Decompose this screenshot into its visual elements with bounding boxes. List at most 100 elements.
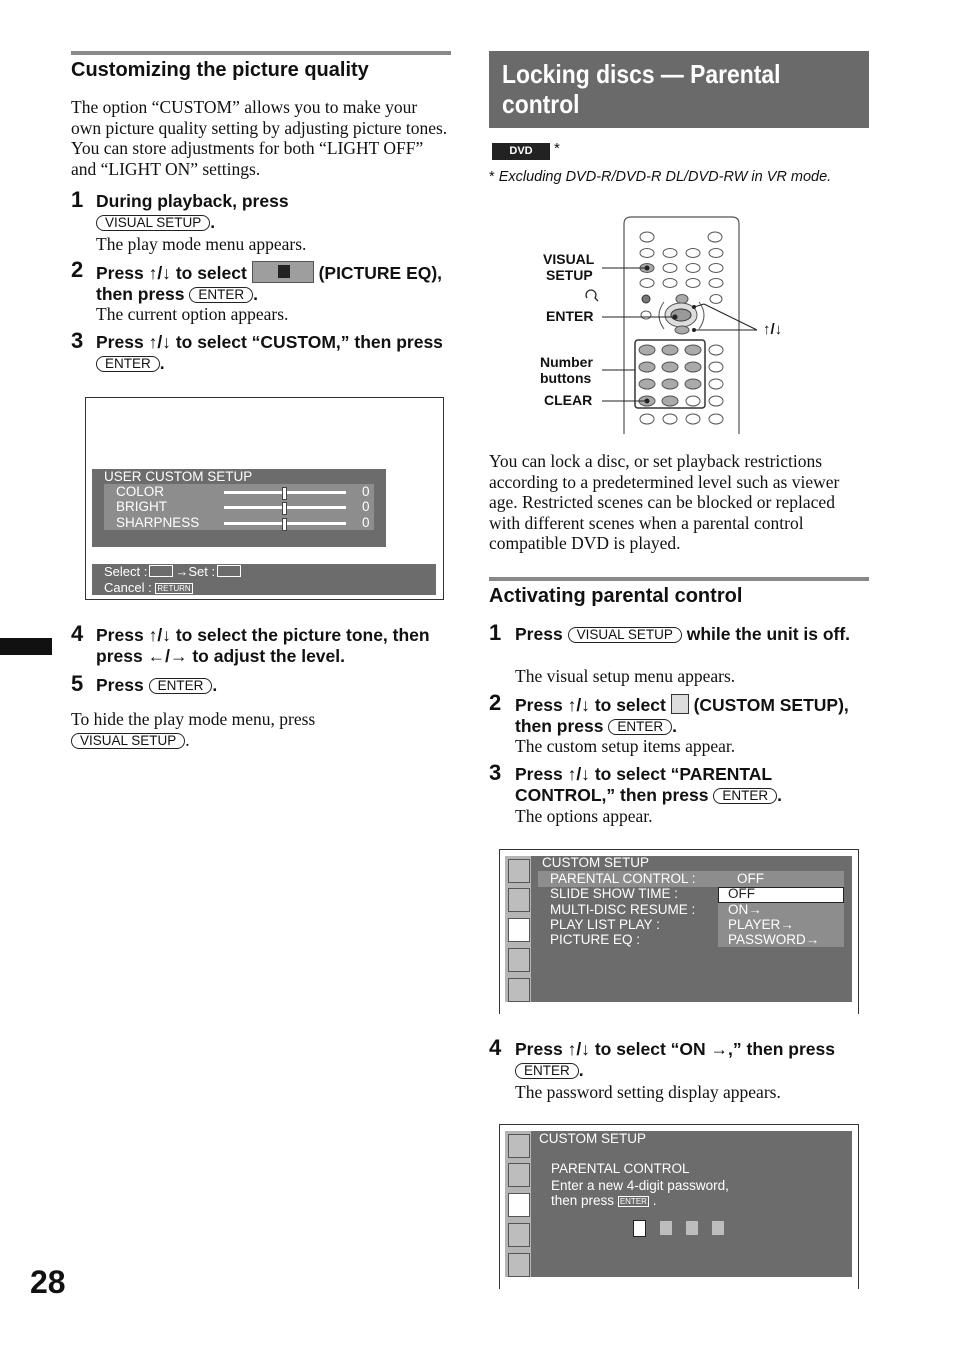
- footnote: * Excluding DVD-R/DVD-R DL/DVD-RW in VR …: [489, 169, 832, 185]
- cancel-help: Cancel : RETURN: [104, 580, 193, 595]
- right-step3-number: 3: [489, 760, 502, 785]
- left-heading-rule: [71, 51, 451, 55]
- bright-slider: [224, 502, 346, 515]
- hide-menu-note: To hide the play mode menu, press VISUAL…: [71, 709, 316, 750]
- side-tab: [0, 638, 52, 655]
- screen-title: USER CUSTOM SETUP: [104, 469, 253, 484]
- custom-setup-icon: [508, 1193, 530, 1217]
- label-enter: ENTER: [546, 308, 594, 324]
- left-step1-number: 1: [71, 187, 84, 212]
- right-heading: Activating parental control: [489, 585, 743, 607]
- custom-setup-icon: [670, 694, 689, 714]
- enter-key: ENTER: [515, 1063, 579, 1079]
- password-digit-2: [660, 1221, 672, 1235]
- left-step4: Press ↑/↓ to select the picture tone, th…: [96, 625, 430, 666]
- section-banner: Locking discs — Parental control: [489, 51, 869, 128]
- right-intro: You can lock a disc, or set playback res…: [489, 451, 840, 553]
- banner-title: Locking discs — Parental control: [502, 59, 781, 119]
- row-color-value: 0: [362, 484, 370, 499]
- left-step2: Press ↑/↓ to select (PICTURE EQ), then p…: [96, 261, 443, 304]
- label-buttons: buttons: [540, 370, 592, 386]
- remote-diagram: VISUAL SETUP ENTER Number buttons CLEAR …: [489, 212, 869, 434]
- right-arrow-icon: →: [175, 564, 189, 579]
- left-heading: Customizing the picture quality: [71, 59, 369, 81]
- custom-setup-screen-password: CUSTOM SETUP PARENTAL CONTROL Enter a ne…: [499, 1124, 859, 1289]
- label-visual: VISUAL: [543, 251, 595, 267]
- label-arrows: ↑/↓: [763, 321, 783, 338]
- screen-title: CUSTOM SETUP: [542, 855, 650, 870]
- row-sharpness-value: 0: [362, 515, 370, 530]
- screen-icon: [508, 1163, 530, 1187]
- picture-eq-icon: [251, 261, 314, 283]
- left-step1-note: The play mode menu appears.: [96, 234, 307, 254]
- dvd-asterisk: *: [554, 140, 560, 157]
- item-play-list-play: PLAY LIST PLAY :: [550, 917, 660, 932]
- option-off-selected: [718, 887, 844, 903]
- row-bright-label: BRIGHT: [116, 499, 168, 514]
- row-color-label: COLOR: [116, 484, 165, 499]
- page-number: 28: [30, 1264, 66, 1300]
- enter-icon: [217, 565, 242, 577]
- right-step2-number: 2: [489, 690, 502, 715]
- label-clear: CLEAR: [544, 392, 593, 408]
- item-slide-show-time: SLIDE SHOW TIME :: [550, 886, 679, 901]
- enter-key: ENTER: [713, 788, 778, 804]
- enter-key: ENTER: [608, 719, 673, 735]
- right-heading-rule: [489, 577, 869, 581]
- left-step3-number: 3: [71, 328, 84, 353]
- return-key-icon: RETURN: [155, 583, 193, 594]
- row-sharpness-label: SHARPNESS: [116, 515, 200, 530]
- row-bright-value: 0: [362, 499, 370, 514]
- parental-control-label: PARENTAL CONTROL: [551, 1161, 690, 1176]
- label-setup: SETUP: [546, 267, 593, 283]
- speaker-icon: [508, 1253, 530, 1277]
- enter-key: ENTER: [189, 287, 254, 303]
- user-custom-setup-screen: USER CUSTOM SETUP COLOR BRIGHT SHARPNESS…: [85, 397, 444, 600]
- left-step1: During playback, press VISUAL SETUP.: [96, 191, 289, 232]
- color-slider: [224, 487, 346, 500]
- up-down-arrows: ↑/↓: [148, 263, 171, 283]
- password-instruction-2: then press ENTER .: [551, 1193, 657, 1208]
- option-password: PASSWORD→: [728, 932, 820, 947]
- right-step3: Press ↑/↓ to select “PARENTAL CONTROL,” …: [515, 764, 783, 805]
- item-picture-eq: PICTURE EQ :: [550, 932, 641, 947]
- custom-setup-icon: [508, 918, 530, 942]
- screen-title: CUSTOM SETUP: [539, 1131, 647, 1146]
- password-digit-4: [712, 1221, 724, 1235]
- item-parental-control: PARENTAL CONTROL :: [550, 871, 696, 886]
- left-step4-number: 4: [71, 621, 84, 646]
- language-icon: [508, 1134, 530, 1158]
- remote-control-illustration: [585, 216, 758, 434]
- option-player: PLAYER→: [728, 917, 794, 932]
- left-step2-number: 2: [71, 257, 84, 282]
- password-instruction: Enter a new 4-digit password,: [551, 1178, 729, 1193]
- label-number: Number: [540, 354, 593, 370]
- enter-key-icon: ENTER: [617, 1196, 649, 1207]
- left-intro: The option “CUSTOM” allows you to make y…: [71, 97, 448, 179]
- visual-setup-key: VISUAL SETUP: [71, 732, 186, 749]
- sharpness-slider: [224, 518, 346, 531]
- item-multi-disc-resume: MULTI-DISC RESUME :: [550, 902, 696, 917]
- current-value: OFF: [737, 871, 764, 886]
- language-icon: [508, 859, 530, 883]
- option-off: OFF: [728, 886, 755, 901]
- right-step4-note: The password setting display appears.: [515, 1082, 781, 1102]
- right-step2: Press ↑/↓ to select (CUSTOM SETUP), then…: [515, 694, 849, 736]
- dvd-badge: DVD: [492, 143, 550, 160]
- right-step4-number: 4: [489, 1035, 502, 1060]
- enter-key: ENTER: [96, 356, 160, 372]
- audio-icon: [508, 1223, 530, 1247]
- left-step2-note: The current option appears.: [96, 304, 289, 324]
- right-step1: Press VISUAL SETUP while the unit is off…: [515, 624, 851, 644]
- select-help: Select :→Set :: [104, 564, 242, 580]
- right-step3-note: The options appear.: [515, 806, 653, 826]
- custom-setup-screen-options: CUSTOM SETUP PARENTAL CONTROL : OFF SLID…: [499, 849, 859, 1014]
- password-digit-1: [633, 1220, 646, 1237]
- up-down-icon: [149, 565, 174, 577]
- option-on: ON→: [728, 902, 762, 917]
- left-step3: Press ↑/↓ to select “CUSTOM,” then press…: [96, 332, 443, 373]
- right-step1-note: The visual setup menu appears.: [515, 666, 736, 686]
- enter-key: ENTER: [148, 678, 213, 694]
- right-step2-note: The custom setup items appear.: [515, 736, 736, 756]
- audio-icon: [508, 948, 530, 972]
